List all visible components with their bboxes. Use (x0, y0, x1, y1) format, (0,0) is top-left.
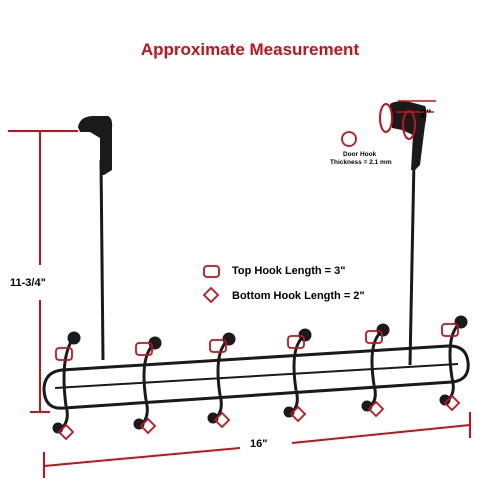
right-door-hook (390, 101, 427, 170)
door-hook-thickness-markers (379, 103, 416, 140)
rounded-square-marker-icon (55, 347, 73, 361)
thickness-label-line2: Thickness = 2.1 mm (330, 159, 392, 166)
rounded-square-marker-icon (203, 265, 220, 278)
bottom-hook-markers (57, 394, 461, 441)
top-width-dimension (396, 100, 436, 113)
left-hanging-rod (99, 159, 105, 361)
rail-middle (54, 363, 459, 389)
legend-bottom-hook: Bottom Hook Length = 2" (232, 290, 365, 302)
diamond-marker-icon (213, 411, 231, 429)
rounded-square-marker-icon (287, 335, 305, 349)
diamond-marker-icon (367, 400, 385, 418)
diamond-marker-icon (139, 417, 157, 435)
height-dimension (8, 130, 78, 413)
width-label: 16" (250, 438, 268, 450)
top-width-label: 2" (420, 108, 432, 120)
diamond-marker-icon (443, 394, 461, 412)
page-title: Approximate Measurement (140, 40, 360, 59)
hook-4 (283, 328, 312, 418)
diamond-marker-icon (57, 423, 75, 441)
width-dimension (43, 412, 471, 478)
height-label: 11-3/4" (10, 277, 46, 289)
right-hanging-rod (408, 159, 416, 366)
rounded-square-marker-icon (365, 330, 383, 344)
hook-6 (439, 315, 468, 406)
thickness-label-line1: Door Hook (343, 151, 377, 158)
legend-top-hook: Top Hook Length = 3" (232, 265, 346, 277)
circle-marker-icon (341, 131, 357, 147)
diamond-marker-icon (289, 405, 307, 423)
rail-frame (42, 344, 470, 410)
diamond-marker-icon (202, 286, 220, 304)
rounded-square-marker-icon (441, 323, 459, 337)
top-hook-markers (55, 323, 459, 361)
rounded-square-marker-icon (209, 339, 227, 353)
left-door-hook (78, 116, 113, 175)
rounded-square-marker-icon (135, 342, 153, 356)
